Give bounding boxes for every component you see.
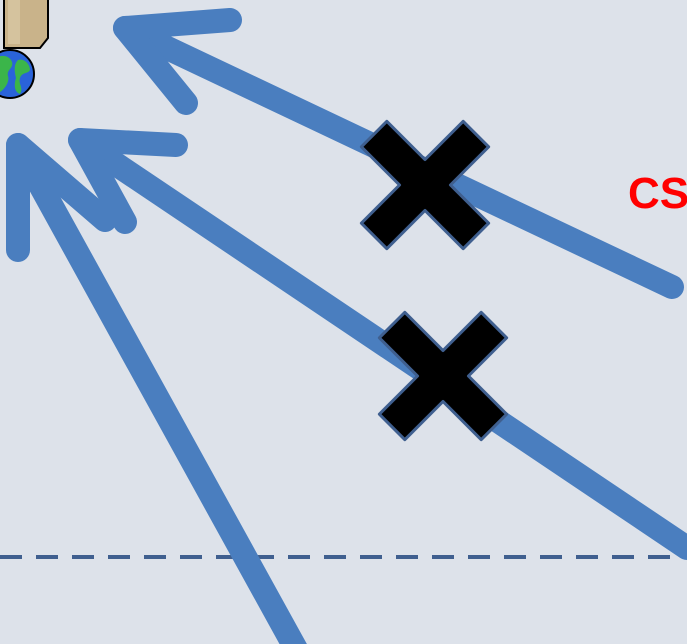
- bottom-arrow-head: [6, 133, 117, 262]
- blocked-x-icon-middle: [377, 310, 509, 442]
- bottom-arrow: [6, 133, 307, 644]
- middle-arrow-head: [68, 128, 188, 234]
- blocked-x-icon-top: [359, 119, 491, 251]
- top-arrow-head: [113, 8, 242, 115]
- partial-label: CS: [628, 169, 687, 218]
- globe-land-west: [0, 55, 13, 92]
- bottom-arrow-shaft: [6, 133, 307, 644]
- server-icon: [3, 0, 49, 49]
- globe-icon: [0, 49, 35, 99]
- server-shade: [8, 0, 20, 44]
- globe-land-east: [14, 59, 30, 94]
